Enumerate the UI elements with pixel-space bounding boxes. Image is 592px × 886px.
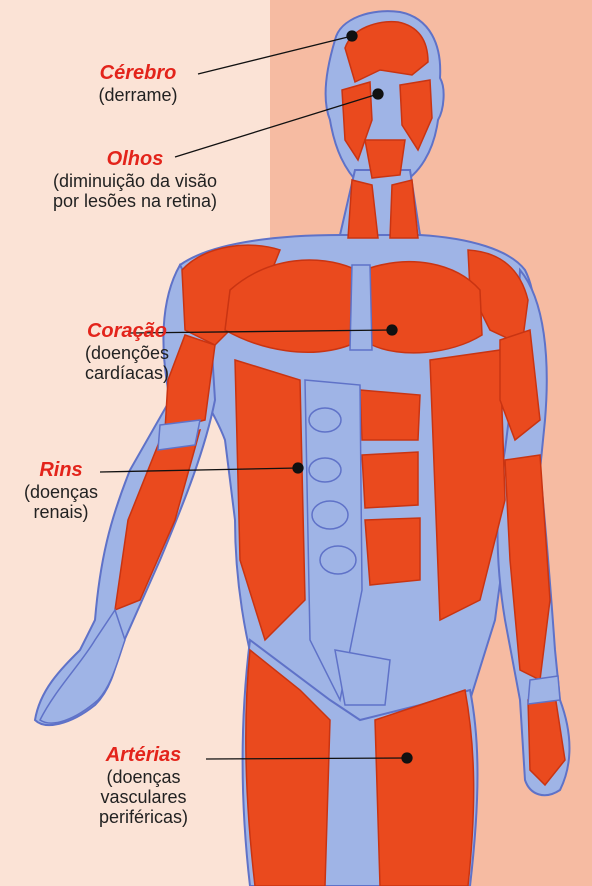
left-forearm: [115, 430, 200, 610]
abdominal-tendon-1: [309, 408, 341, 432]
abs-lower-right: [365, 518, 420, 585]
label-eyes: Olhos (diminuição da visão por lesões na…: [20, 148, 250, 211]
label-kidneys-desc-line-1: (doenças: [12, 482, 110, 502]
label-brain: Cérebro (derrame): [78, 62, 198, 105]
label-kidneys-desc-line-2: renais): [12, 502, 110, 522]
label-heart-desc-line-2: cardíacas): [66, 363, 188, 383]
right-thigh-muscle: [375, 690, 474, 886]
label-kidneys: Rins (doenças renais): [12, 459, 110, 522]
label-heart-title: Coração: [66, 320, 188, 343]
abdominal-tendon-4: [320, 546, 356, 574]
label-arteries-title: Artérias: [76, 744, 211, 767]
label-brain-desc-line-1: (derrame): [78, 85, 198, 105]
label-kidneys-title: Rins: [12, 459, 110, 482]
label-brain-title: Cérebro: [78, 62, 198, 85]
left-elbow-tendon: [158, 420, 200, 450]
abs-upper-right: [360, 390, 420, 440]
abdominal-tendon-3: [312, 501, 348, 529]
left-hand: [40, 610, 125, 723]
right-wrist-tendon: [528, 676, 560, 704]
abs-middle-right: [362, 452, 418, 508]
sternum-tendon: [350, 265, 372, 350]
label-arteries-desc-line-2: vasculares: [76, 787, 211, 807]
label-eyes-desc-line-2: por lesões na retina): [20, 191, 250, 211]
label-arteries-desc-line-1: (doenças: [76, 767, 211, 787]
label-heart: Coração (doenções cardíacas): [66, 320, 188, 383]
label-eyes-desc-line-1: (diminuição da visão: [20, 171, 250, 191]
groin-tendon: [335, 650, 390, 705]
label-eyes-title: Olhos: [20, 148, 250, 171]
label-arteries-desc-line-3: periféricas): [76, 807, 211, 827]
jaw-muscle: [365, 140, 405, 178]
label-heart-desc-line-1: (doenções: [66, 343, 188, 363]
label-arteries: Artérias (doenças vasculares periféricas…: [76, 744, 211, 827]
abdominal-tendon-2: [309, 458, 341, 482]
